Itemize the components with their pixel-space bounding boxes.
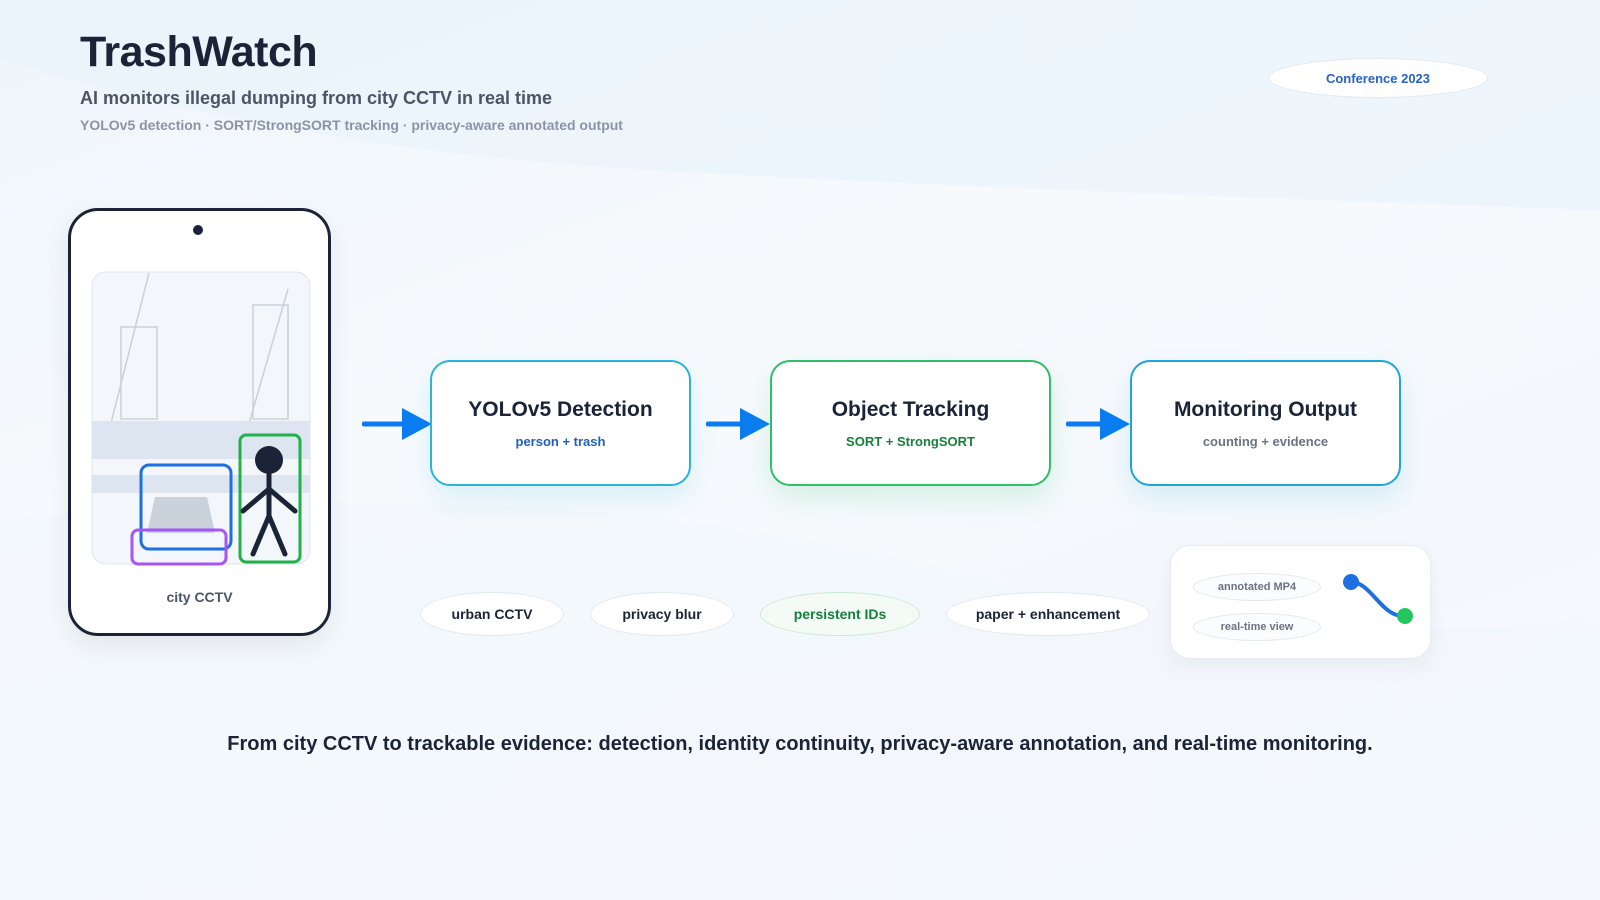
- output-item-annotated-mp4: annotated MP4: [1193, 573, 1321, 601]
- cctv-phone-frame: city CCTV: [68, 208, 331, 636]
- person-icon: [240, 446, 298, 557]
- footer-summary: From city CCTV to trackable evidence: de…: [227, 733, 1373, 755]
- trash-secondary-box: [130, 528, 228, 566]
- conference-badge: Conference 2023: [1268, 58, 1488, 98]
- stage-subtitle: person + trash: [515, 433, 606, 449]
- feature-pill-urban-cctv: urban CCTV: [420, 592, 564, 636]
- output-item-real-time-view: real-time view: [1193, 613, 1321, 641]
- building-outline: [252, 304, 289, 420]
- right-arrow-icon: [362, 408, 432, 440]
- stage-subtitle: SORT + StrongSORT: [846, 433, 975, 449]
- stage-tracking: Object Tracking SORT + StrongSORT: [770, 360, 1051, 486]
- building-outline: [120, 326, 158, 420]
- person-detection-box: [238, 433, 302, 564]
- feature-pill-paper-enhancement: paper + enhancement: [946, 592, 1150, 636]
- trash-pile: [147, 497, 215, 533]
- page-title: TrashWatch: [80, 28, 318, 76]
- stage-subtitle: counting + evidence: [1202, 433, 1329, 449]
- tech-tagline: YOLOv5 detection · SORT/StrongSORT track…: [80, 117, 623, 133]
- stage-detection: YOLOv5 Detection person + trash: [430, 360, 691, 486]
- right-arrow-icon: [706, 408, 770, 440]
- trajectory-icon: [1343, 574, 1413, 624]
- right-arrow-icon: [1066, 408, 1130, 440]
- cctv-scene: [91, 271, 311, 566]
- stage-monitoring-output: Monitoring Output counting + evidence: [1130, 360, 1401, 486]
- stage-title: Object Tracking: [831, 397, 990, 421]
- camera-dot-icon: [193, 225, 203, 235]
- trash-detection-box: [139, 463, 233, 551]
- page-subtitle: AI monitors illegal dumping from city CC…: [80, 88, 553, 108]
- road-band: [92, 475, 310, 493]
- cctv-caption: city CCTV: [166, 589, 233, 605]
- stage-title: Monitoring Output: [1173, 397, 1358, 421]
- feature-pill-persistent-ids: persistent IDs: [760, 592, 920, 636]
- stage-title: YOLOv5 Detection: [468, 397, 653, 421]
- output-card: annotated MP4 real-time view: [1170, 545, 1431, 659]
- feature-pill-privacy-blur: privacy blur: [590, 592, 734, 636]
